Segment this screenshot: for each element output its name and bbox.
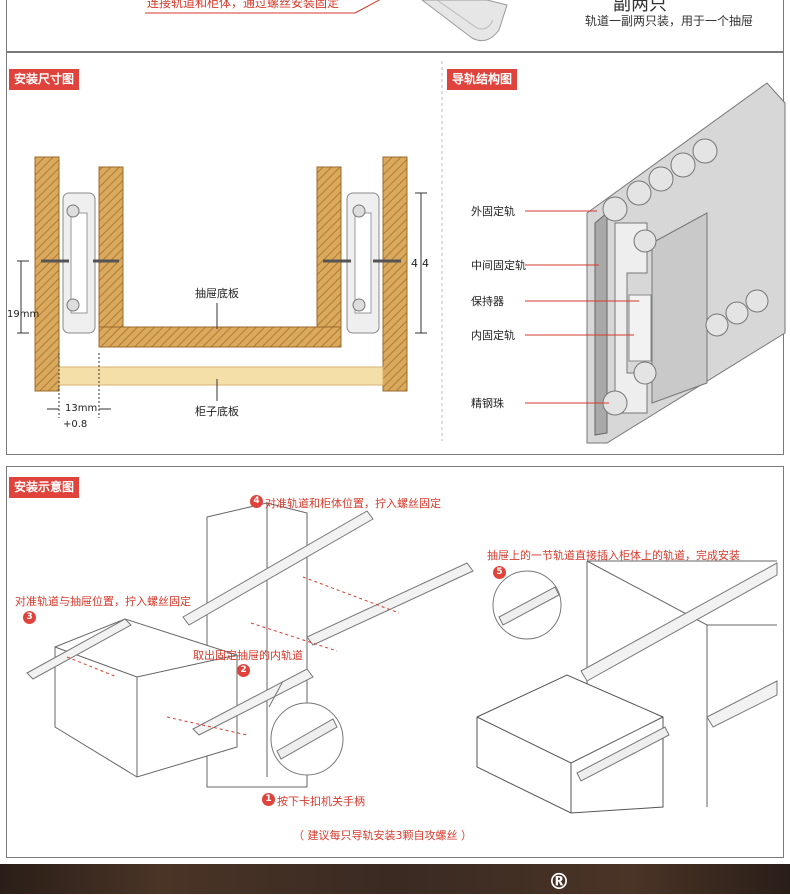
structure-label-middle-rail: 中间固定轨: [471, 259, 526, 272]
step-1-badge: 1: [262, 793, 275, 806]
step-4-text: 对准轨道和柜体位置，拧入螺丝固定: [265, 497, 441, 510]
footer-brand-mark: ®: [548, 870, 570, 895]
install-step-drawing-left: [26, 502, 474, 788]
structure-label-inner-rail: 内固定轨: [471, 329, 515, 342]
divider-line: [441, 61, 443, 441]
top-left-caption: 连接轨道和柜体，通过螺丝安装固定: [147, 0, 340, 10]
structure-label-outer-rail: 外固定轨: [471, 205, 515, 218]
top-right-caption: 轨道一副两只装，用于一个抽屉: [585, 14, 754, 28]
structure-label-steel-ball: 精钢珠: [471, 397, 504, 410]
install-diagram-tag: 安装示意图: [9, 477, 80, 498]
top-right-heading: 副两只: [613, 0, 667, 15]
cabinet-bottom-label: 柜子底板: [195, 405, 239, 418]
install-diagram-panel: 安装示意图 4 对准轨道和柜体位置，拧入螺丝固定 对准轨道与抽屉位置，拧入螺丝固…: [6, 466, 784, 858]
install-footnote: （ 建议每只导轨安装3颗自攻螺丝 ）: [293, 829, 472, 842]
dim-height-label: 19mm: [7, 309, 40, 320]
dim-tolerance-label: +0.8: [63, 419, 88, 430]
cabinet-section-drawing: [17, 156, 427, 418]
step-2-text: 取出固定抽屉的内轨道: [193, 649, 303, 662]
step-5-text: 抽屉上的一节轨道直接插入柜体上的轨道，完成安装: [487, 549, 740, 562]
structure-diagram-tag: 导轨结构图: [447, 69, 518, 90]
size-diagram-tag: 安装尺寸图: [9, 69, 80, 90]
step-4-badge: 4: [250, 495, 263, 508]
structure-leader-lines: [525, 210, 639, 404]
size-diagram-panel: 安装尺寸图: [6, 52, 786, 455]
rail-photo-end: [421, 0, 508, 42]
step-5-badge: 5: [493, 566, 506, 579]
dim-right-label: 44: [411, 257, 433, 270]
rail-cross-section-drawing: [586, 82, 786, 444]
top-panel: 连接轨道和柜体，通过螺丝安装固定 副两只 轨道一副两只装，用于一个抽屉: [6, 0, 784, 52]
dim-gap-label: 13mm: [65, 403, 98, 414]
step-3-badge: 3: [23, 611, 36, 624]
drawer-bottom-label: 抽屉底板: [195, 287, 239, 300]
install-step-drawing-right: [476, 560, 778, 814]
step-2-badge: 2: [237, 664, 250, 677]
footer-band: ®: [0, 864, 790, 895]
structure-label-retainer: 保持器: [471, 295, 504, 308]
step-3-text: 对准轨道与抽屉位置，拧入螺丝固定: [15, 595, 191, 608]
step-1-text: 按下卡扣机关手柄: [277, 795, 365, 808]
top-caption-line: [145, 0, 381, 14]
